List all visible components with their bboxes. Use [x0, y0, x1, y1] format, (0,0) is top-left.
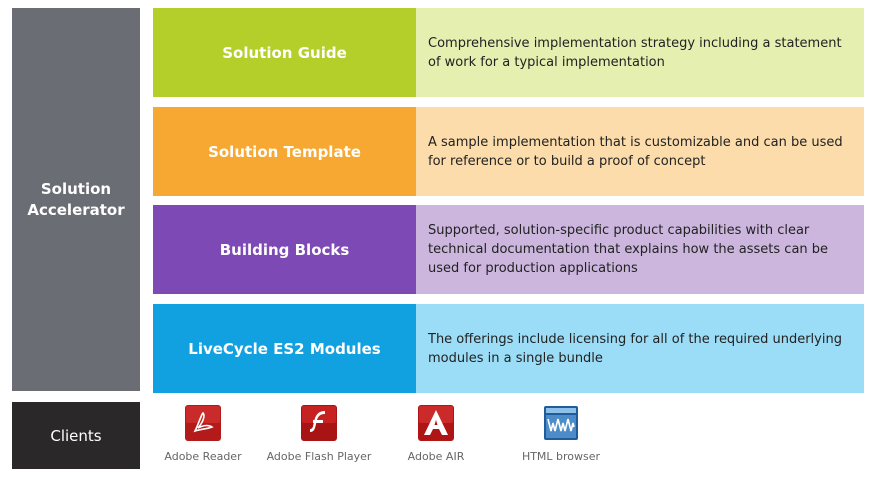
row-label: Solution Guide [153, 8, 416, 97]
row-description: Comprehensive implementation strategy in… [416, 8, 864, 97]
client-html-browser: HTML browser [514, 405, 608, 463]
adobe-air-icon [418, 405, 454, 441]
client-name: Adobe Flash Player [266, 450, 372, 463]
row-livecycle-modules: LiveCycle ES2 Modules The offerings incl… [153, 304, 864, 393]
row-label: Building Blocks [153, 205, 416, 294]
adobe-flash-player-icon [301, 405, 337, 441]
solution-accelerator-title-line2: Accelerator [27, 200, 125, 219]
clients-box: Clients [12, 402, 140, 469]
row-solution-guide: Solution Guide Comprehensive implementat… [153, 8, 864, 97]
solution-accelerator-title-line1: Solution [40, 179, 112, 198]
client-name: Adobe Reader [164, 450, 242, 463]
html-browser-icon [543, 405, 579, 441]
row-description: A sample implementation that is customiz… [416, 107, 864, 196]
row-label: LiveCycle ES2 Modules [153, 304, 416, 393]
client-adobe-reader: Adobe Reader [160, 405, 246, 463]
client-adobe-air: Adobe AIR [398, 405, 474, 463]
row-description: The offerings include licensing for all … [416, 304, 864, 393]
row-building-blocks: Building Blocks Supported, solution-spec… [153, 205, 864, 294]
row-solution-template: Solution Template A sample implementatio… [153, 107, 864, 196]
client-name: Adobe AIR [407, 450, 465, 463]
row-description: Supported, solution-specific product cap… [416, 205, 864, 294]
row-label: Solution Template [153, 107, 416, 196]
solution-accelerator-box: Solution Accelerator [12, 8, 140, 391]
client-name: HTML browser [521, 450, 601, 463]
client-adobe-flash-player: Adobe Flash Player [262, 405, 376, 463]
adobe-reader-icon [185, 405, 221, 441]
